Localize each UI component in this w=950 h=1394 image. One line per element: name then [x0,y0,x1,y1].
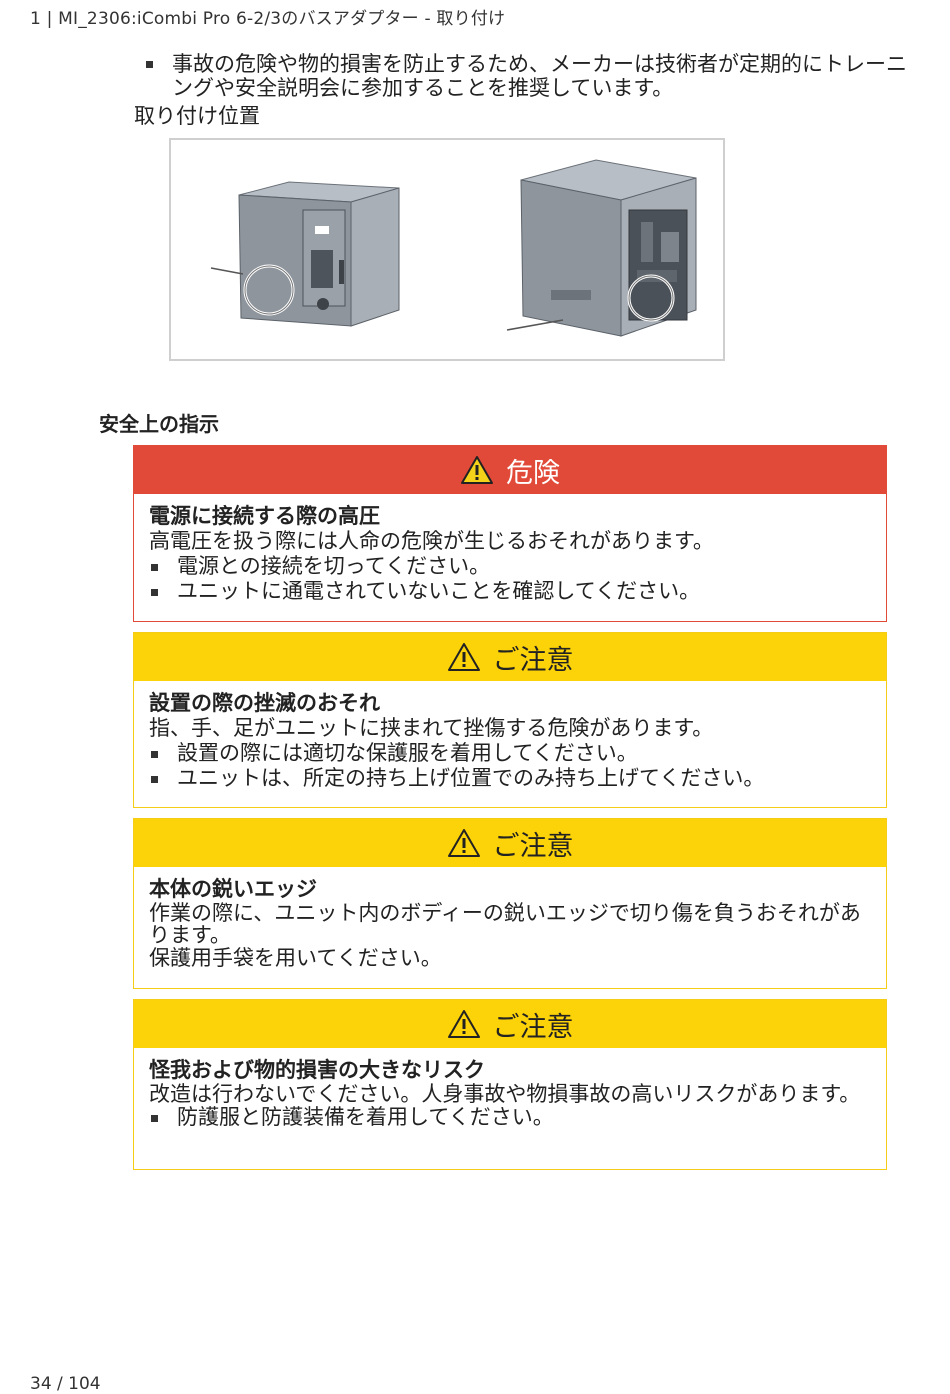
intro-bullet: 事故の危険や物的損害を防止するため、メーカーは技術者が定期的にトレーニングや安全… [146,52,910,100]
caution-heading: 設置の際の挫滅のおそれ [149,691,380,715]
danger-text: 高電圧を扱う際には人命の危険が生じるおそれがあります。 [149,529,714,553]
warning-triangle-icon [447,643,480,671]
caution-text: 改造は行わないでください。人身事故や物損事故の高いリスクがあります。 [149,1082,861,1106]
caution-label: ご注意 [492,1011,574,1043]
danger-header: 危険 [134,446,886,494]
caution-body: 怪我および物的損害の大きなリスク 改造は行わないでください。人身事故や物損事故の… [134,1048,886,1138]
danger-box: 危険 電源に接続する際の高圧 高電圧を扱う際には人命の危険が生じるおそれがありま… [133,445,887,622]
caution-text-2: 保護用手袋を用いてください。 [149,946,442,970]
caution-text: 作業の際に、ユニット内のボディーの鋭いエッジで切り傷を負うおそれがあります。 [149,901,861,947]
danger-body: 電源に接続する際の高圧 高電圧を扱う際には人命の危険が生じるおそれがあります。 … [134,494,886,612]
oven-front-illustration [210,181,400,327]
caution-text: 指、手、足がユニットに挟まれて挫傷する危険があります。 [149,716,714,740]
danger-label: 危険 [506,457,560,489]
bullet-marker [146,61,153,68]
caution-header: ご注意 [134,819,886,867]
caution-box-sharp-edges: ご注意 本体の鋭いエッジ 作業の際に、ユニット内のボディーの鋭いエッジで切り傷を… [133,818,887,989]
caution-heading: 本体の鋭いエッジ [149,877,317,901]
installation-figure [169,138,725,361]
warning-triangle-icon [461,456,493,484]
caution-label: ご注意 [492,644,574,676]
page-header: 1 | MI_2306:iCombi Pro 6-2/3のバスアダプター - 取… [30,9,506,29]
warning-triangle-icon [447,1010,480,1038]
list-item: ユニットに通電されていないことを確認してください。 [149,579,872,604]
caution-label: ご注意 [492,830,574,862]
caution-body: 設置の際の挫滅のおそれ 指、手、足がユニットに挟まれて挫傷する危険があります。 … [134,681,886,799]
intro-text: 事故の危険や物的損害を防止するため、メーカーは技術者が定期的にトレーニングや安全… [172,52,907,100]
caution-body: 本体の鋭いエッジ 作業の際に、ユニット内のボディーの鋭いエッジで切り傷を負うおそ… [134,867,886,979]
warning-triangle-icon [447,829,480,857]
list-item: ユニットは、所定の持ち上げ位置でのみ持ち上げてください。 [149,766,872,791]
danger-heading: 電源に接続する際の高圧 [149,504,380,528]
list-item: 防護服と防護装備を着用してください。 [149,1105,872,1130]
caution-header: ご注意 [134,1000,886,1048]
list-item: 設置の際には適切な保護服を着用してください。 [149,741,872,766]
caution-header: ご注意 [134,633,886,681]
oven-rear-illustration [506,159,697,337]
caution-box-crush: ご注意 設置の際の挫滅のおそれ 指、手、足がユニットに挟まれて挫傷する危険があり… [133,632,887,808]
caution-box-modification-risk: ご注意 怪我および物的損害の大きなリスク 改造は行わないでください。人身事故や物… [133,999,887,1170]
installation-title: 取り付け位置 [134,104,260,128]
list-item: 電源との接続を切ってください。 [149,554,872,579]
caution-heading: 怪我および物的損害の大きなリスク [149,1058,485,1082]
safety-section-title: 安全上の指示 [99,412,219,436]
page-number: 34 / 104 [30,1374,101,1394]
